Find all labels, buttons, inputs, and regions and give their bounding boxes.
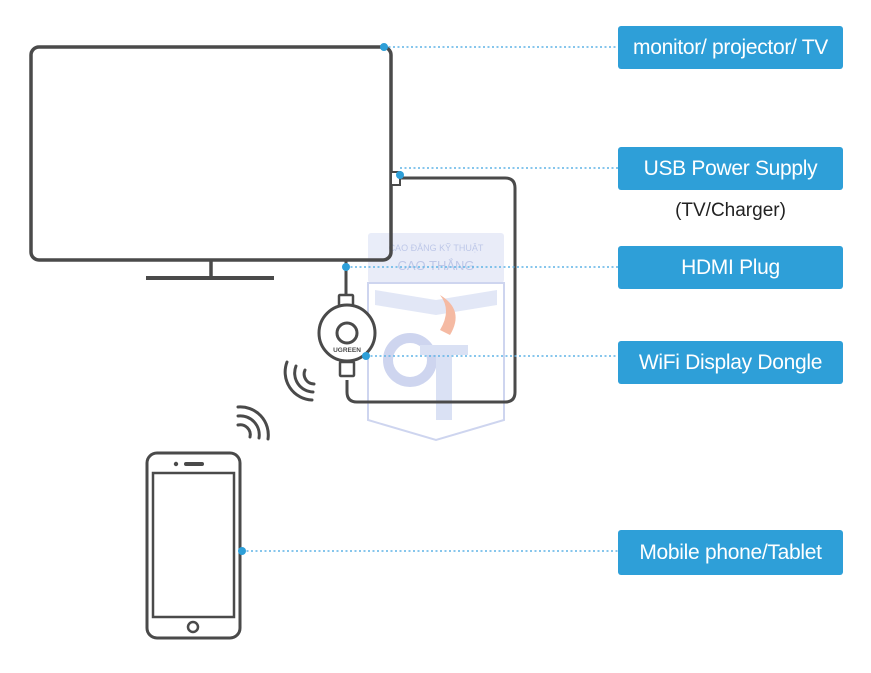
phone-signal-icon	[236, 405, 270, 441]
label-wifi-dongle: WiFi Display Dongle	[618, 341, 843, 384]
label-hdmi-plug: HDMI Plug	[618, 246, 843, 289]
label-display-device: monitor/ projector/ TV	[618, 26, 843, 69]
watermark-line2: CAO THẮNG	[397, 258, 474, 273]
watermark-line1: CAO ĐẲNG KỸ THUẬT	[389, 242, 484, 253]
dongle-brand: UGREEN	[333, 347, 361, 354]
monitor-illustration	[29, 45, 401, 280]
label-usb-power: USB Power Supply	[618, 147, 843, 190]
monitor-screen	[29, 45, 393, 262]
usb-cable	[345, 176, 517, 404]
phone-illustration	[145, 451, 242, 640]
wifi-signal-icon	[283, 360, 316, 402]
phone-home-button	[186, 620, 200, 634]
phone-body	[145, 451, 242, 640]
label-usb-power-note: (TV/Charger)	[675, 200, 786, 221]
watermark-logo: CAO ĐẲNG KỸ THUẬT CAO THẮNG	[367, 233, 505, 442]
label-mobile-device: Mobile phone/Tablet	[618, 530, 843, 575]
connection-dots	[238, 43, 404, 555]
leader-lines	[242, 46, 618, 552]
wifi-dongle: UGREEN	[317, 303, 377, 378]
phone-screen	[151, 471, 236, 619]
